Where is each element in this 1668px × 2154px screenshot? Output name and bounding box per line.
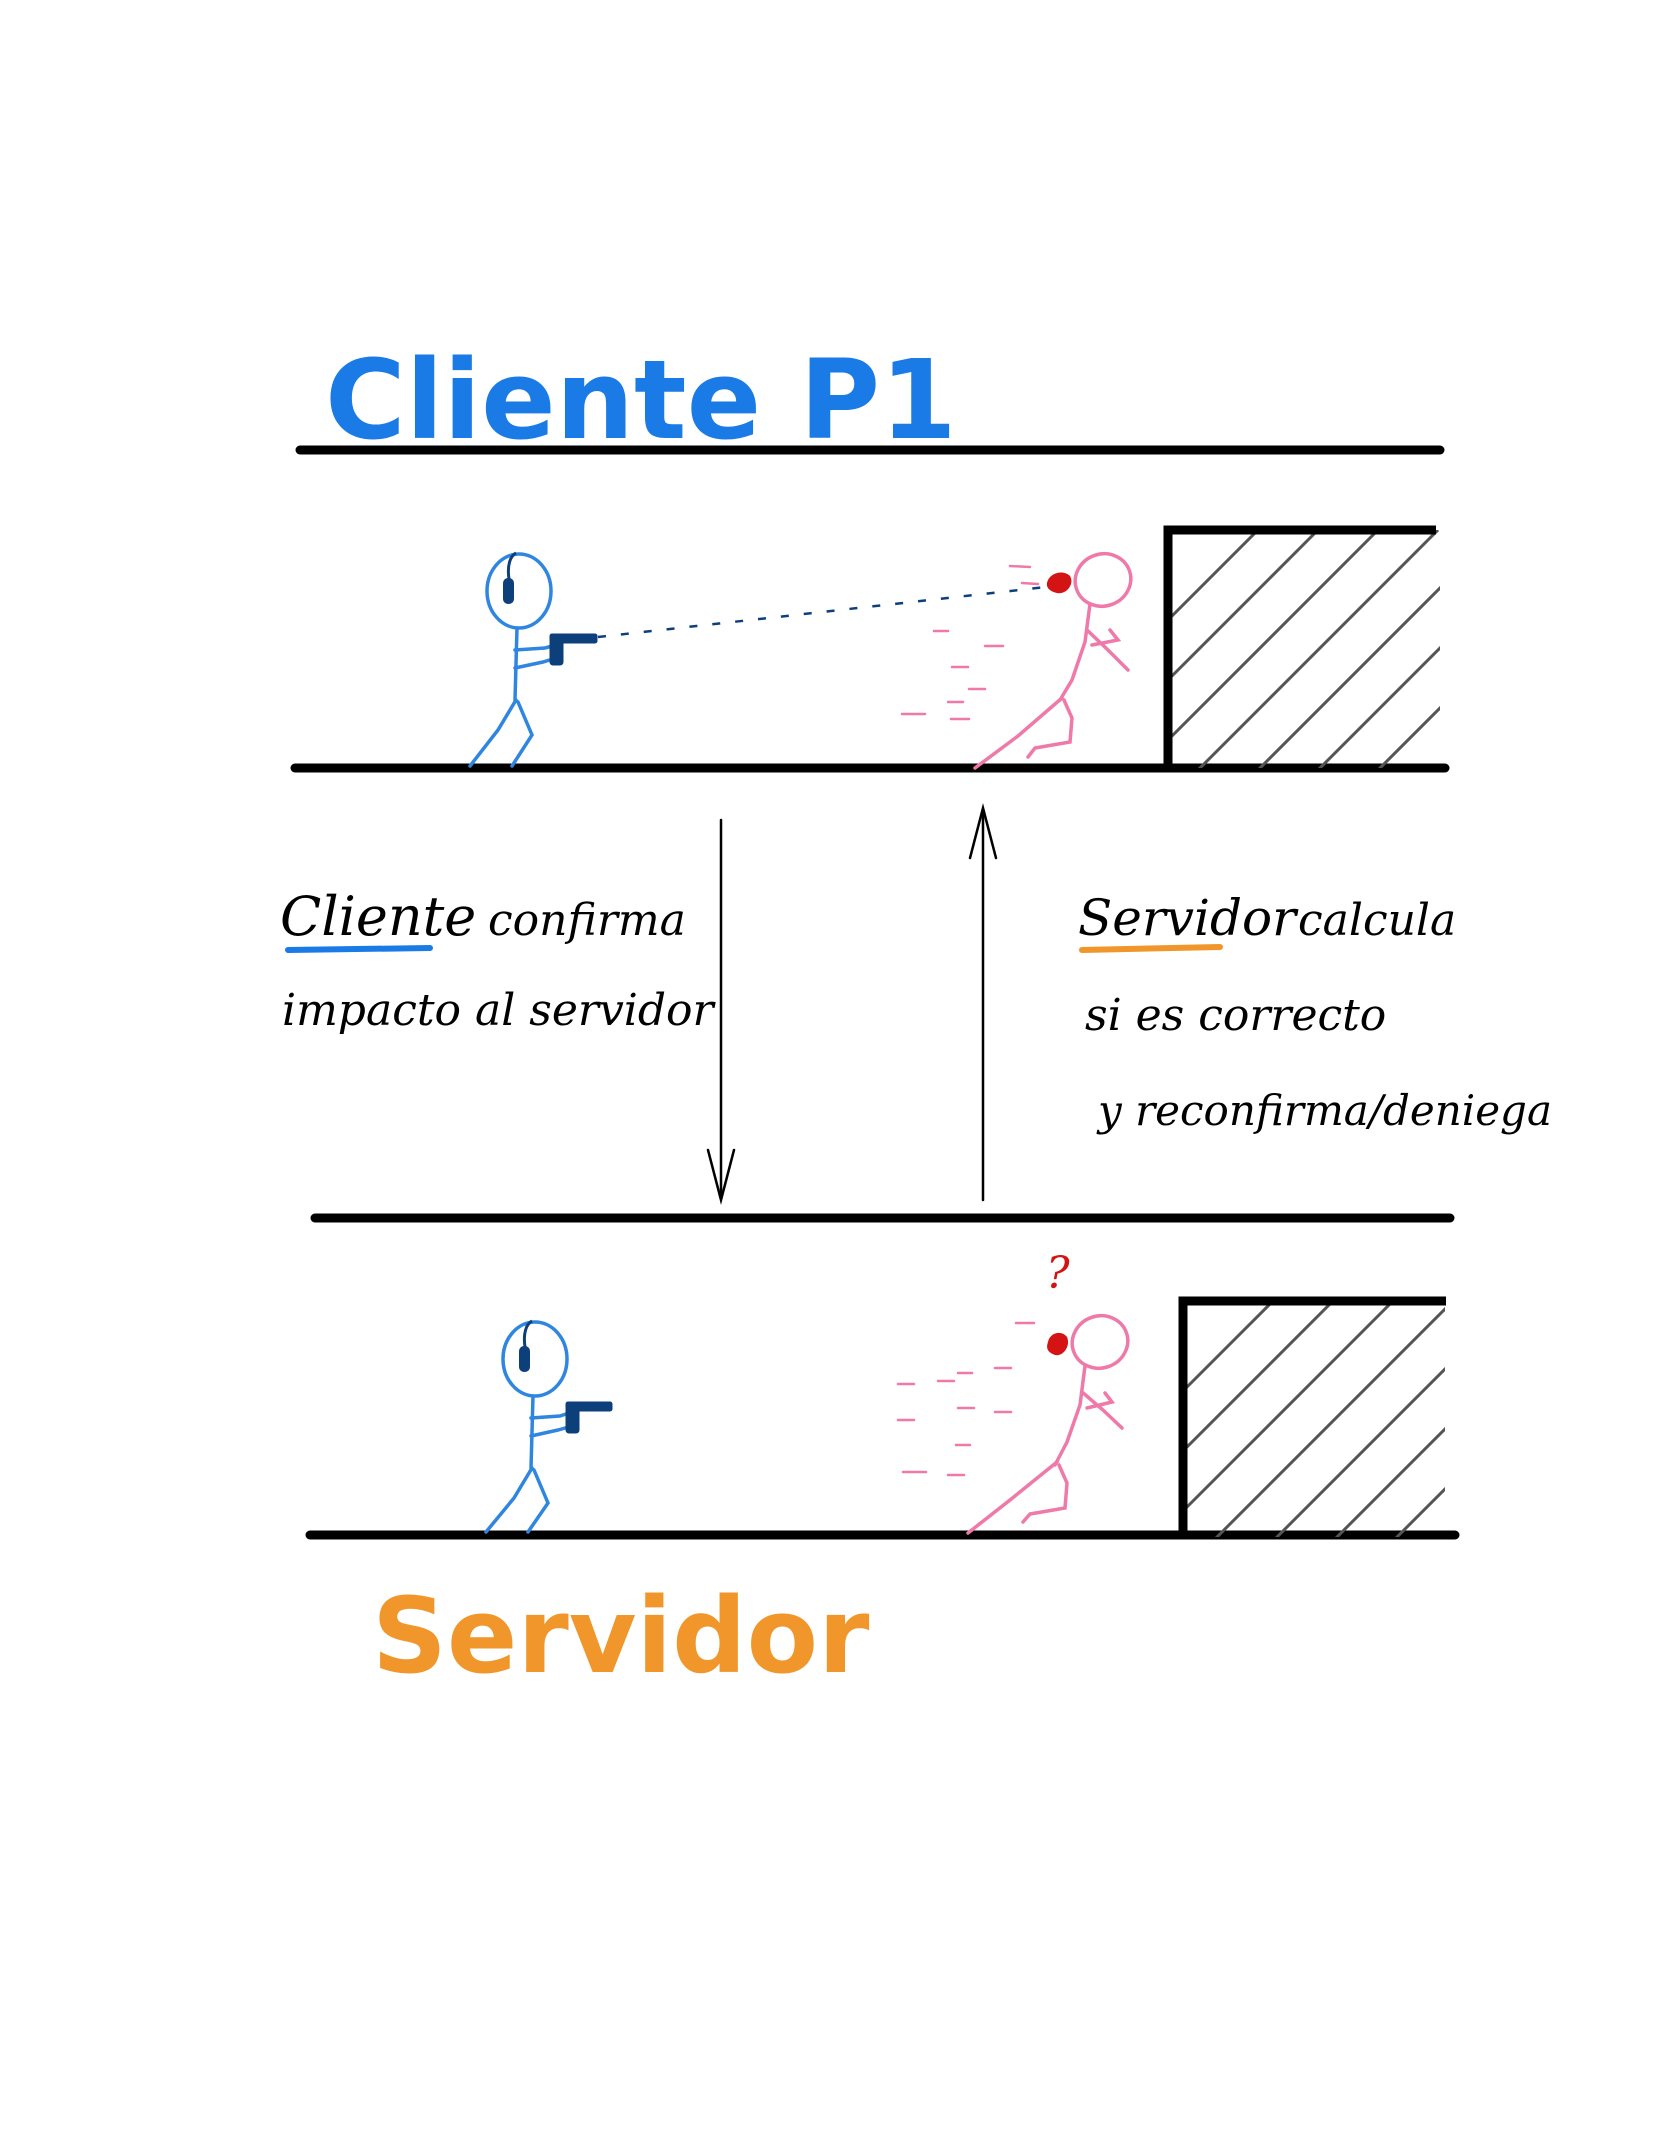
server-panel: ? xyxy=(305,1213,1460,1540)
client-player-headphone xyxy=(503,578,514,604)
server-player-headphone-band xyxy=(522,1319,533,1348)
server-enemy-figure xyxy=(966,1314,1130,1535)
client-note-keyword: Cliente xyxy=(280,885,476,948)
client-shot-trajectory xyxy=(597,584,1056,639)
client-note-line2: impacto al servidor xyxy=(282,985,717,1036)
client-player-gun xyxy=(549,633,598,666)
server-note-line2: si es correcto xyxy=(1085,990,1386,1041)
server-note-keyword: Servidor xyxy=(1078,889,1299,947)
server-player-gun xyxy=(565,1401,613,1434)
server-note-underline xyxy=(1079,944,1223,953)
client-enemy-figure xyxy=(973,552,1133,770)
server-note-line1: calcula xyxy=(1298,895,1456,946)
server-player-headphone xyxy=(519,1346,530,1372)
server-title: Servidor xyxy=(372,1575,869,1697)
client-panel xyxy=(290,445,1450,773)
client-enemy-blood xyxy=(1046,572,1072,594)
client-note-underline xyxy=(285,945,433,953)
question-mark: ? xyxy=(1046,1248,1070,1299)
server-wall xyxy=(1178,1296,1446,1537)
server-motion-lines xyxy=(896,1321,1036,1477)
client-note-line1: confirma xyxy=(488,895,686,946)
client-note: Cliente confirma impacto al servidor xyxy=(280,885,717,1036)
arrow-server-to-client xyxy=(968,803,998,1202)
server-enemy-blood xyxy=(1047,1332,1069,1356)
arrow-client-to-server xyxy=(706,818,736,1205)
client-motion-lines xyxy=(900,564,1040,721)
client-title: Cliente P1 xyxy=(325,336,957,464)
client-player-headphone-band xyxy=(506,551,517,580)
server-note-line3: y reconfirma/deniega xyxy=(1096,1086,1552,1135)
server-note: Servidor calcula si es correcto y reconf… xyxy=(1078,889,1552,1135)
client-wall xyxy=(1163,525,1440,768)
